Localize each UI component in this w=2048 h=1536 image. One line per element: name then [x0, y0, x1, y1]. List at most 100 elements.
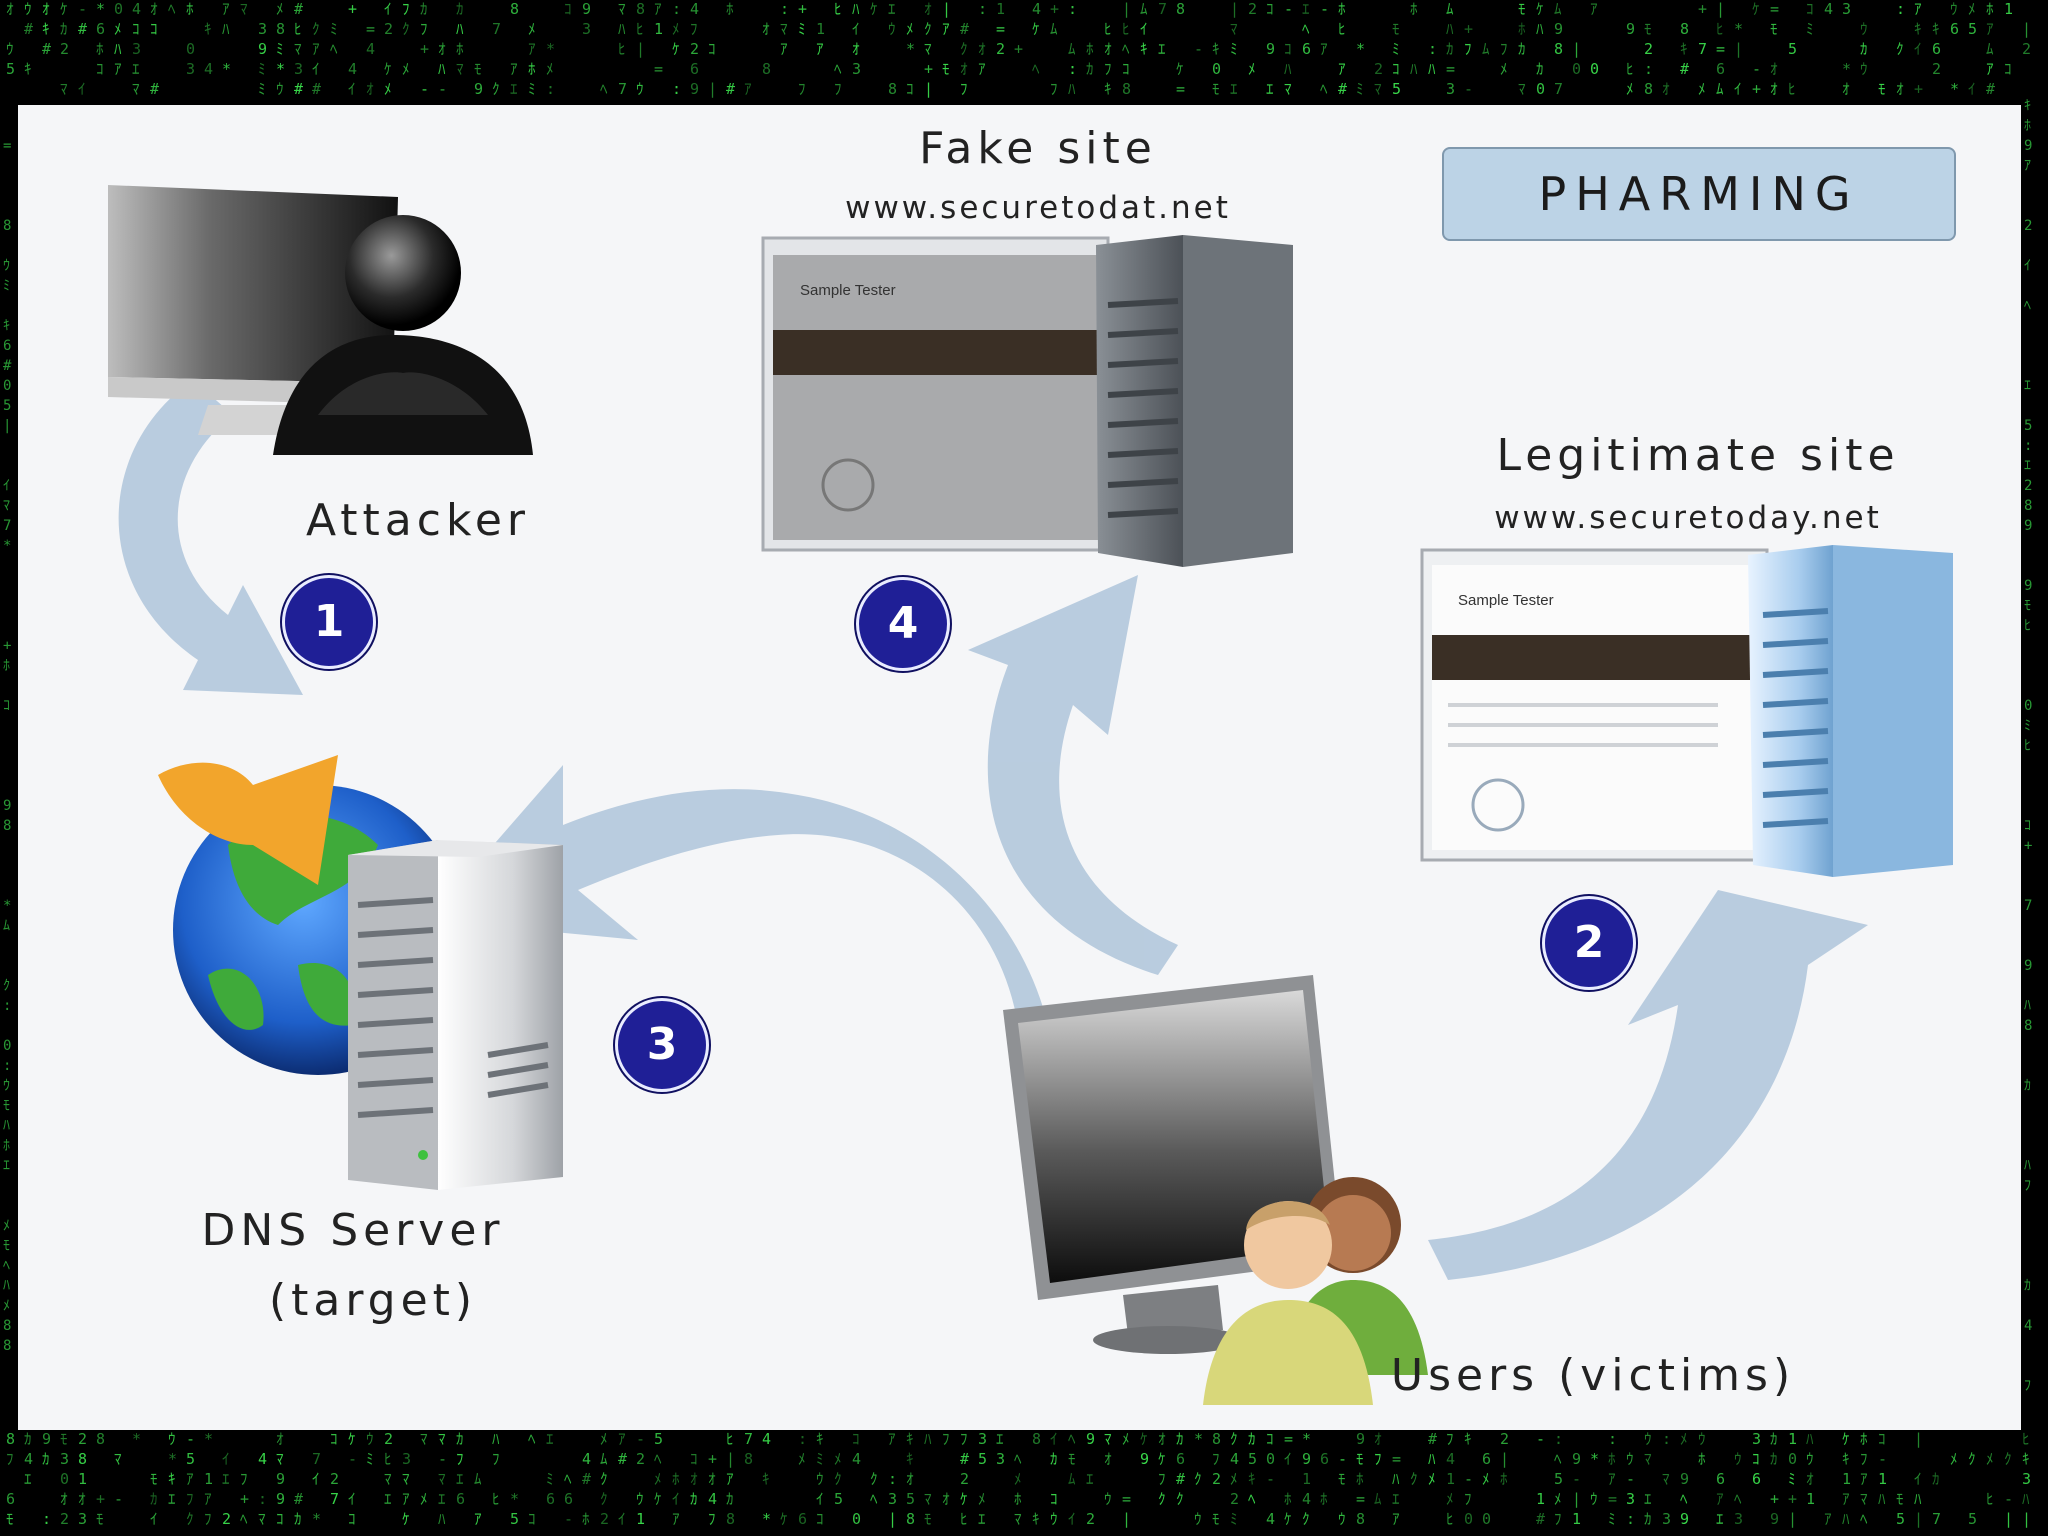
- matrix-glyph: 2: [60, 1510, 69, 1528]
- matrix-glyph: ﾐ: [3, 278, 10, 294]
- matrix-glyph: 4: [1266, 1510, 1275, 1528]
- matrix-glyph: ｺ: [690, 1450, 698, 1468]
- matrix-glyph: ﾏ: [1104, 1430, 1112, 1448]
- matrix-glyph: ｸ: [402, 20, 410, 38]
- matrix-glyph: -: [1266, 1470, 1275, 1488]
- matrix-glyph: #: [294, 1490, 303, 1508]
- matrix-glyph: ｴ: [1302, 0, 1310, 18]
- matrix-glyph: ﾓ: [3, 1238, 10, 1254]
- matrix-glyph: ﾐ: [366, 1450, 374, 1468]
- matrix-glyph: =: [1284, 1430, 1293, 1448]
- matrix-glyph: ｷ: [1914, 20, 1922, 38]
- matrix-glyph: :: [3, 1058, 11, 1074]
- matrix-glyph: ｶ: [1446, 40, 1454, 58]
- matrix-glyph: 5: [1248, 1450, 1257, 1468]
- matrix-glyph: ｴ: [1266, 80, 1274, 98]
- matrix-glyph: 1: [1806, 1490, 1815, 1508]
- matrix-glyph: =: [1392, 1450, 1401, 1468]
- matrix-glyph: ﾍ: [3, 1258, 10, 1274]
- matrix-glyph: 6: [1176, 1450, 1185, 1468]
- matrix-glyph: 4: [1230, 1450, 1239, 1468]
- matrix-glyph: 6: [1716, 60, 1725, 78]
- matrix-glyph: ﾏ: [1644, 1450, 1652, 1468]
- arrow-step-1: [118, 380, 303, 695]
- matrix-glyph: :: [1608, 1430, 1617, 1448]
- matrix-glyph: ﾌ: [2024, 1178, 2031, 1194]
- matrix-glyph: ﾋ: [1788, 80, 1796, 98]
- matrix-glyph: ﾌ: [1860, 1450, 1868, 1468]
- matrix-glyph: =: [1122, 1490, 1131, 1508]
- matrix-glyph: *: [204, 1430, 213, 1448]
- matrix-glyph: ｸ: [1194, 1470, 1202, 1488]
- matrix-glyph: ﾋ: [2024, 618, 2031, 634]
- matrix-glyph: ﾒ: [672, 20, 680, 38]
- matrix-glyph: ｲ: [1068, 1510, 1076, 1528]
- matrix-glyph: 9: [1086, 1430, 1095, 1448]
- matrix-glyph: 8: [1212, 1430, 1221, 1448]
- matrix-glyph: =: [996, 20, 1005, 38]
- matrix-glyph: #: [78, 20, 87, 38]
- matrix-glyph: ｱ: [474, 1510, 482, 1528]
- matrix-glyph: ﾍ: [168, 0, 176, 18]
- matrix-glyph: ﾊ: [456, 20, 464, 38]
- matrix-glyph: ｶ: [420, 0, 428, 18]
- matrix-glyph: ｱ: [1860, 1470, 1868, 1488]
- matrix-glyph: ｱ: [1590, 0, 1598, 18]
- matrix-glyph: ｷ: [906, 1430, 914, 1448]
- matrix-glyph: ｹ: [1158, 1450, 1166, 1468]
- matrix-glyph: ﾊ: [1446, 20, 1454, 38]
- matrix-glyph: ﾌ: [1104, 60, 1112, 78]
- matrix-glyph: 6: [1752, 1470, 1761, 1488]
- matrix-glyph: -: [1536, 1430, 1545, 1448]
- matrix-glyph: ｺ: [1122, 60, 1130, 78]
- matrix-glyph: 4: [1824, 0, 1833, 18]
- matrix-glyph: 7: [492, 20, 501, 38]
- matrix-glyph: ｲ: [2024, 258, 2031, 274]
- matrix-glyph: 4: [2024, 1318, 2032, 1334]
- matrix-glyph: ﾊ: [1392, 1470, 1400, 1488]
- matrix-glyph: 4: [1032, 0, 1041, 18]
- matrix-glyph: 0: [3, 1038, 11, 1054]
- matrix-glyph: 0: [1212, 60, 1221, 78]
- matrix-glyph: #: [1536, 1510, 1545, 1528]
- matrix-glyph: ﾐ: [258, 60, 266, 78]
- matrix-glyph: 2: [78, 1430, 87, 1448]
- matrix-glyph: ﾋ: [636, 20, 644, 38]
- matrix-glyph: ﾏ: [438, 1430, 446, 1448]
- matrix-glyph: 6: [456, 1490, 465, 1508]
- matrix-glyph: ﾎ: [1410, 0, 1418, 18]
- matrix-glyph: 1: [204, 1470, 213, 1488]
- matrix-glyph: ﾓ: [1392, 20, 1400, 38]
- matrix-glyph: 7: [1932, 1510, 1941, 1528]
- matrix-glyph: 4: [690, 0, 699, 18]
- matrix-glyph: 9: [1680, 1510, 1689, 1528]
- matrix-glyph: ｺ: [2004, 60, 2012, 78]
- matrix-glyph: +: [3, 638, 11, 654]
- matrix-glyph: ﾌ: [420, 20, 428, 38]
- matrix-glyph: 1: [1536, 1490, 1545, 1508]
- matrix-glyph: -: [564, 1510, 573, 1528]
- matrix-glyph: ﾊ: [438, 60, 446, 78]
- matrix-glyph: ｹ: [402, 1510, 410, 1528]
- matrix-glyph: ｳ: [1338, 1510, 1346, 1528]
- matrix-glyph: +: [924, 60, 933, 78]
- matrix-glyph: -: [420, 80, 429, 98]
- matrix-glyph: +: [1770, 1490, 1779, 1508]
- matrix-glyph: 9: [1572, 1450, 1581, 1468]
- matrix-glyph: ｳ: [3, 1078, 10, 1094]
- matrix-glyph: ｷ: [42, 20, 50, 38]
- fake-site-url: www.securetodat.net: [845, 190, 1231, 226]
- matrix-glyph: 6: [3, 338, 11, 354]
- users-icon: [1203, 1177, 1428, 1405]
- matrix-glyph: ﾒ: [1446, 1490, 1454, 1508]
- matrix-glyph: 2: [600, 1510, 609, 1528]
- matrix-glyph: 3: [60, 1450, 69, 1468]
- matrix-glyph: ｺ: [906, 80, 914, 98]
- matrix-glyph: ﾏ: [402, 1470, 410, 1488]
- matrix-glyph: *: [1356, 40, 1365, 58]
- matrix-glyph: ｱ: [780, 40, 788, 58]
- matrix-glyph: 8: [1680, 20, 1689, 38]
- matrix-glyph: 4: [258, 1450, 267, 1468]
- matrix-glyph: 0: [1464, 1510, 1473, 1528]
- matrix-glyph: -: [186, 1430, 195, 1448]
